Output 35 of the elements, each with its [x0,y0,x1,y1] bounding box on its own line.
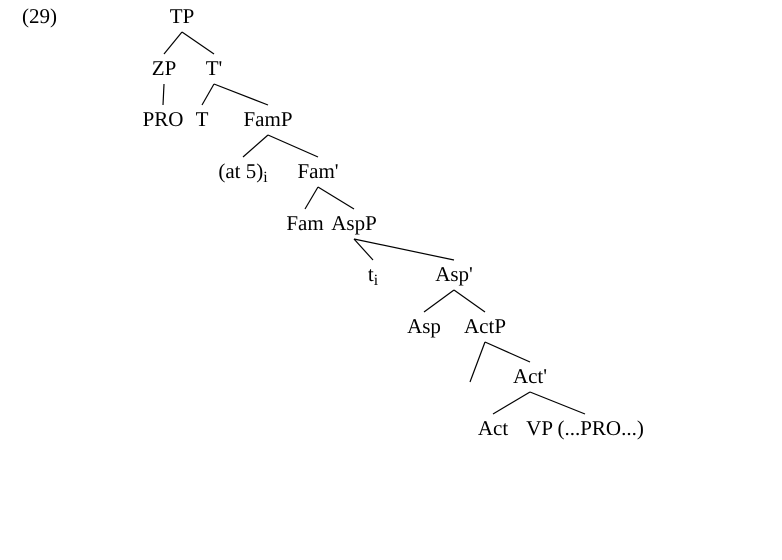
tree-branch [530,391,586,415]
tree-node-label: TP [170,4,194,28]
tree-node-label: Asp' [435,262,473,286]
tree-branch [469,342,486,382]
tree-branch [268,134,318,158]
tree-branch [164,32,182,54]
tree-branch [484,341,530,363]
tree-node-label: (at 5)$_{i}$ [218,159,268,183]
tree-branch [492,391,530,415]
tree-node-label: ActP [464,314,506,338]
example-number: (29) [22,4,57,28]
tree-branch [318,186,354,210]
tree-node-label: AspP [331,211,377,235]
tree-node-label: ZP [152,56,176,80]
tree-node-label: Asp [407,314,441,338]
tree-branch [354,238,374,260]
tree-node-label: Fam' [297,159,339,183]
tree-node-label: Fam [286,211,324,235]
tree-branch [242,134,268,158]
tree-node-label: VP (...PRO...) [526,416,644,440]
tree-branch [214,83,268,106]
tree-branch [304,186,319,210]
tree-branch [201,84,215,106]
tree-node-label: T' [206,56,222,80]
tree-node-label: t$_{i}$ [368,262,378,286]
tree-node-label: T [196,107,208,131]
tree-branch [354,238,454,261]
tree-node-label: PRO [142,107,184,131]
tree-node-label: Act [478,416,508,440]
tree-branch [454,290,486,312]
tree-branch [182,32,214,54]
tree-branch [424,290,454,312]
tree-node-label: FamP [244,107,292,131]
tree-branch [162,84,165,106]
tree-node-label: Act' [512,364,548,388]
